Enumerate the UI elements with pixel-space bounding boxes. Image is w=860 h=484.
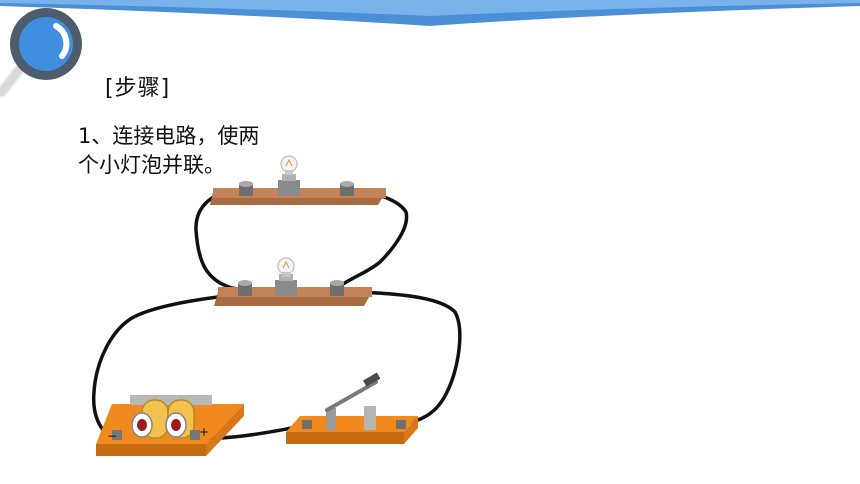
light-bulb-icon — [277, 257, 295, 277]
light-bulb-icon — [280, 155, 298, 175]
switch-board — [286, 416, 418, 444]
instruction-line-2: 个小灯泡并联。 — [78, 153, 225, 177]
lamp-board-top — [210, 174, 386, 205]
instruction-text: 1、连接电路，使两 个小灯泡并联。 — [78, 122, 318, 180]
lamp-board-middle — [214, 274, 372, 306]
top-banner — [0, 0, 860, 26]
battery-terminal-negative: − — [107, 429, 117, 443]
step-heading: [步骤] — [105, 76, 171, 101]
battery-terminal-positive: + — [199, 425, 209, 439]
magnifier-icon — [0, 8, 82, 98]
battery-icon — [112, 395, 212, 440]
knife-switch-icon — [302, 372, 406, 430]
instruction-line-1: 1、连接电路，使两 — [78, 124, 260, 148]
